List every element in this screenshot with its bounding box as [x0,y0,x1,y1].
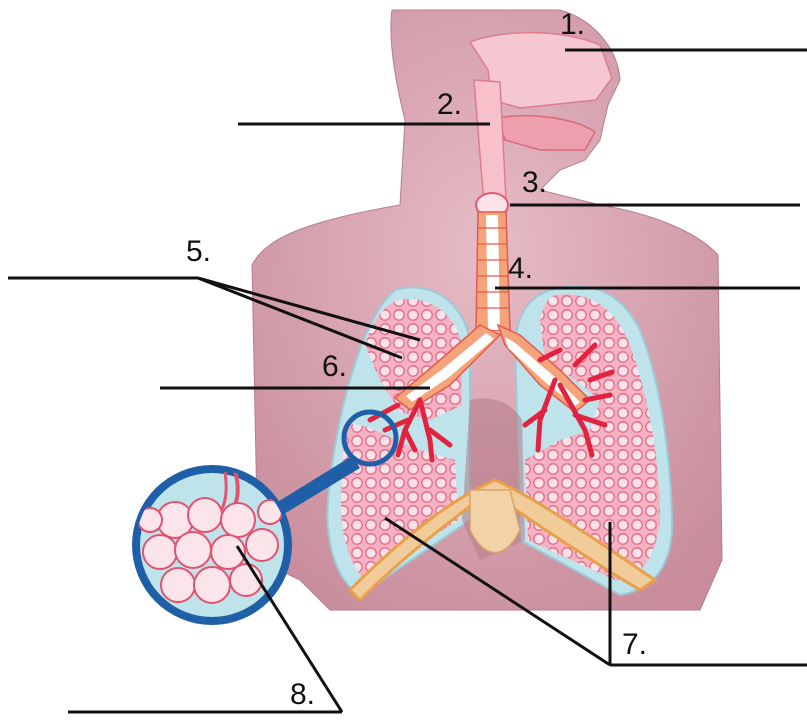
label-7: 7. [622,630,647,660]
label-5: 5. [186,237,211,267]
label-2: 2. [437,90,462,120]
label-6: 6. [322,352,347,382]
label-4: 4. [508,254,533,284]
diaphragm-center [470,490,520,553]
label-3: 3. [522,168,547,198]
trachea-lumen [486,215,500,330]
label-8: 8. [290,680,315,710]
label-1: 1. [560,10,585,40]
